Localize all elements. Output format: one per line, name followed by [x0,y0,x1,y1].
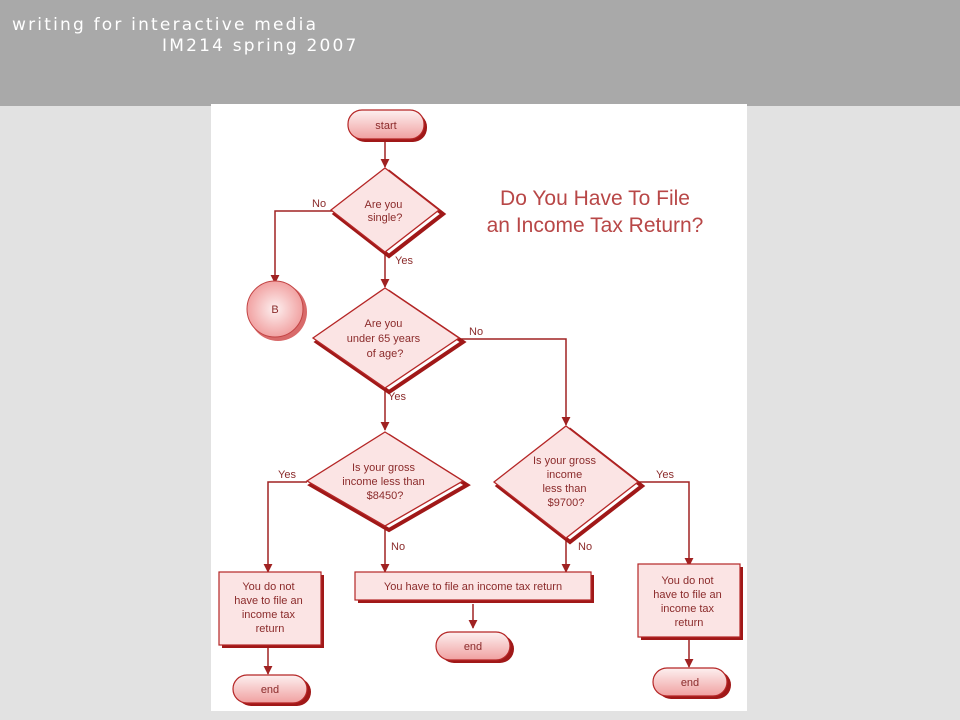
result-left: You do not have to file an income tax re… [218,571,324,648]
edge-label-income-left-yes: Yes [278,469,296,481]
decision-income-left-line3: $8450? [367,490,404,502]
result-middle: You have to file an income tax return [354,571,594,603]
decision-income-left-line2: income less than [342,476,425,488]
flow-edges [263,140,694,675]
slide-header: writing for interactive media IM214 spri… [0,0,960,106]
start-label: start [375,120,396,132]
edge-label-single-no: No [312,198,326,210]
result-left-text: You do not have to file an income tax re… [234,581,306,635]
edge-label-single-yes: Yes [395,255,413,267]
edge-label-income-left-no: No [391,541,405,553]
decision-age-line3: of age? [367,348,404,360]
decision-single-line2: single? [368,212,403,224]
diagram-title-line2: an Income Tax Return? [487,214,704,237]
connector-b-label: B [271,304,278,316]
decision-single-text: Are you single? [365,199,406,224]
diagram-title-line1: Do You Have To File [500,187,690,210]
decision-income-right-line1: Is your gross [533,455,596,467]
decision-single: Are you single? [329,167,447,259]
result-right-line4: return [675,617,704,629]
end-node-middle: end [435,631,514,663]
decision-income-left: Is your gross income less than $8450? [305,431,471,533]
result-left-line4: return [256,623,285,635]
decision-income-right-text: Is your gross income less than $9700? [533,455,599,509]
start-node: start [347,109,427,142]
decision-income-right-line3: less than [542,483,586,495]
decision-age-line2: under 65 years [347,333,421,345]
end-node-right: end [652,667,731,699]
result-right-line3: income tax [661,603,715,615]
decision-income-right-line4: $9700? [548,497,585,509]
decision-age-text: Are you under 65 years of age? [347,318,423,360]
result-right-text: You do not have to file an income tax re… [653,575,725,629]
result-left-line2: have to file an [234,595,303,607]
end-middle-label: end [464,641,482,653]
decision-income-right: Is your gross income less than $9700? [492,425,646,545]
decision-age: Are you under 65 years of age? [311,287,467,395]
decision-age-line1: Are you [365,318,403,330]
end-left-label: end [261,684,279,696]
course-term: IM214 spring 2007 [162,36,359,56]
result-left-line1: You do not [242,581,294,593]
connector-b: B [246,280,307,341]
edge-label-age-no: No [469,326,483,338]
course-title: writing for interactive media [12,15,319,35]
decision-single-line1: Are you [365,199,403,211]
end-node-left: end [232,674,311,706]
edge-label-income-right-yes: Yes [656,469,674,481]
result-right: You do not have to file an income tax re… [637,563,743,640]
edge-label-age-yes: Yes [388,391,406,403]
result-right-line2: have to file an [653,589,722,601]
decision-income-left-line1: Is your gross [352,462,415,474]
result-middle-text: You have to file an income tax return [384,581,562,593]
end-right-label: end [681,677,699,689]
flowchart-panel: Do You Have To File an Income Tax Return… [211,104,747,711]
result-right-line1: You do not [661,575,713,587]
flowchart-diagram: Do You Have To File an Income Tax Return… [218,109,743,706]
result-left-line3: income tax [242,609,296,621]
edge-label-income-right-no: No [578,541,592,553]
decision-income-left-text: Is your gross income less than $8450? [342,462,428,502]
decision-income-right-line2: income [547,469,582,481]
